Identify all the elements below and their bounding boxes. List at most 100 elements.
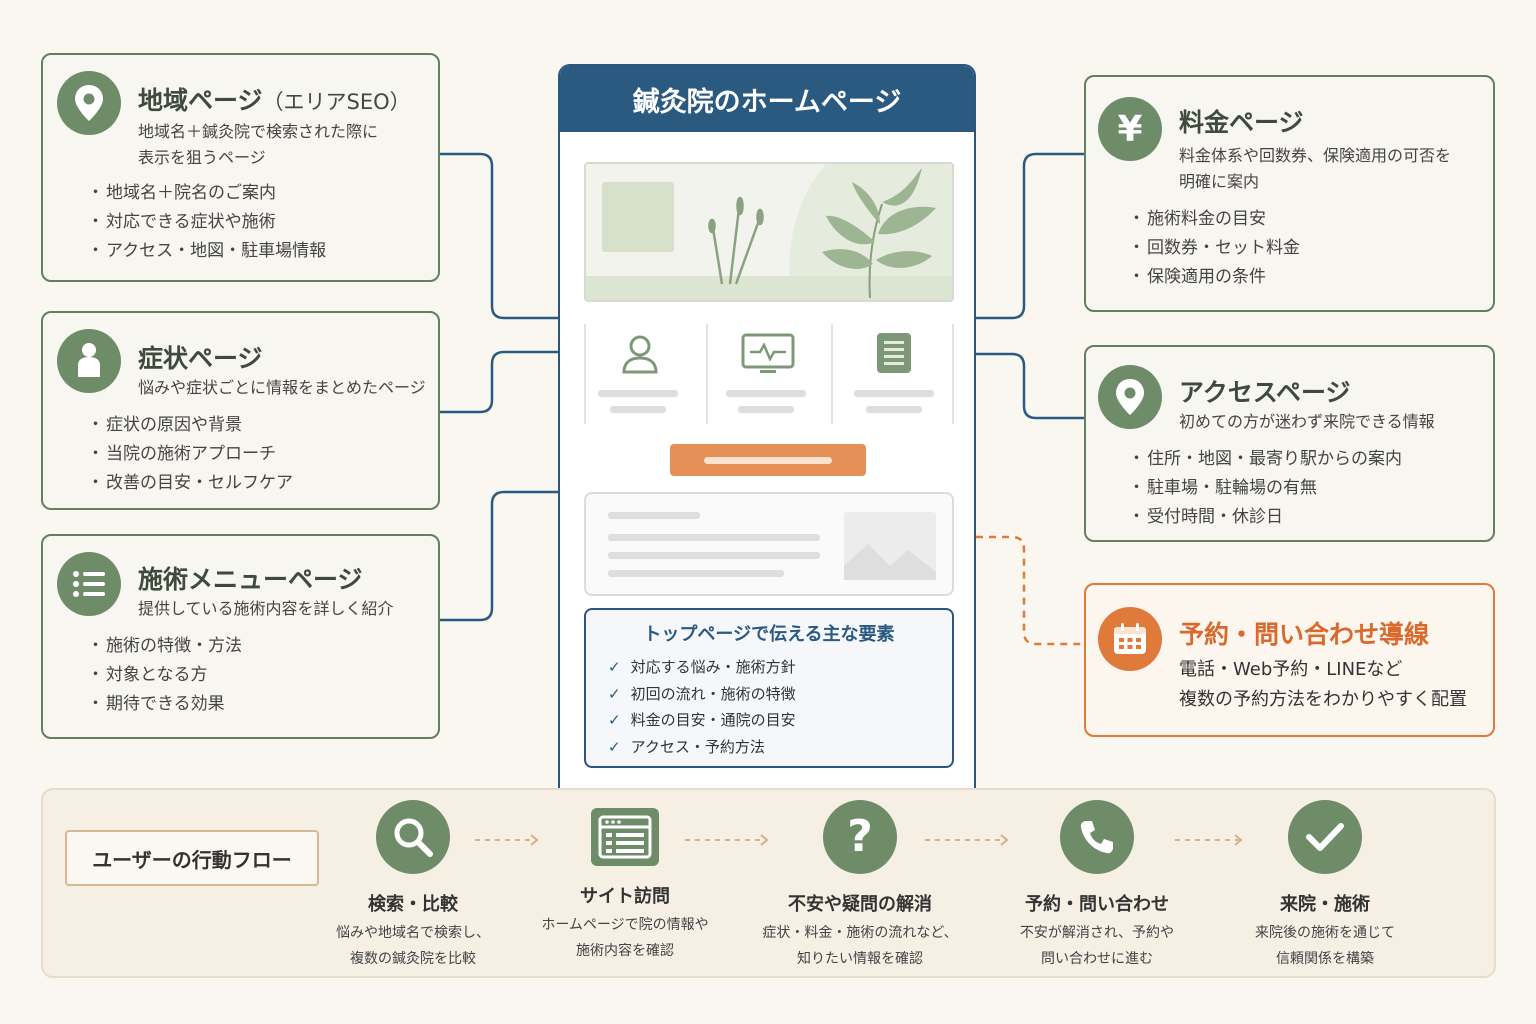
- step-title: 不安や疑問の解消: [788, 894, 932, 915]
- menu-page-list: 施術の特徴・方法 対象となる方 期待できる効果: [87, 632, 242, 719]
- price-page-desc: 料金体系や回数券、保険適用の可否を 明確に案内: [1179, 143, 1451, 195]
- user-icon: [622, 335, 658, 374]
- hero-illustration: [586, 164, 952, 300]
- access-page-card: アクセスページ 初めての方が迷わず来院できる情報 住所・地図・最寄り駅からの案内…: [1084, 345, 1495, 542]
- element-text: 料金の目安・通院の目安: [630, 711, 796, 729]
- elements-list: ✓ 対応する悩み・施術方針 ✓初回の流れ・施術の特徴 ✓ 料金の目安・通院の目安 ✓…: [608, 654, 796, 760]
- symptom-page-list: 症状の原因や背景 当院の施術アプローチ 改善の目安・セルフケア: [87, 411, 293, 498]
- step-desc-line: 悩みや地域名で検索し、: [336, 925, 490, 941]
- list-item: 当院の施術アプローチ: [87, 440, 293, 469]
- menu-page-title: 施術メニューページ: [138, 565, 363, 594]
- reservation-card: 予約・問い合わせ導線 電話・Web予約・LINEなど 複数の予約方法をわかりやす…: [1084, 583, 1495, 737]
- monitor-icon: [741, 333, 795, 373]
- list-item: 駐車場・駐輪場の有無: [1128, 474, 1402, 503]
- cta-button[interactable]: [670, 444, 866, 476]
- list-item: 保険適用の条件: [1128, 263, 1300, 292]
- element-text: アクセス・予約方法: [630, 737, 765, 756]
- column-divider: [584, 324, 586, 424]
- flow-step-visit: サイト訪問 ホームページで院の情報や 施術内容を確認: [510, 800, 740, 964]
- step-desc: 来院後の施術を通じて 信頼関係を構築: [1210, 920, 1440, 972]
- step-desc-line: 施術内容を確認: [576, 943, 674, 959]
- access-page-list: 住所・地図・最寄り駅からの案内 駐車場・駐輪場の有無 受付時間・休診日: [1128, 445, 1402, 532]
- flow-step-visit-clinic: 来院・施術 来院後の施術を通じて 信頼関係を構築: [1210, 800, 1440, 972]
- placeholder-bar: [608, 512, 700, 519]
- area-page-title-sub: （エリアSEO）: [262, 90, 411, 114]
- symptom-desc-line: 悩みや症状ごとに情報をまとめたページ: [138, 378, 426, 397]
- step-desc-line: 問い合わせに進む: [1041, 951, 1153, 967]
- step-desc-line: 不安が解消され、予約や: [1019, 925, 1175, 941]
- flow-arrow: [1175, 834, 1243, 846]
- person-icon: [57, 329, 121, 393]
- phone-icon: [1060, 800, 1134, 874]
- column-divider: [831, 324, 833, 424]
- placeholder-bar: [738, 406, 794, 413]
- placeholder-bar: [610, 406, 666, 413]
- step-desc-line: 複数の鍼灸院を比較: [350, 951, 476, 967]
- placeholder-bar: [866, 406, 922, 413]
- question-icon: ?: [823, 800, 897, 874]
- placeholder-bar: [608, 552, 820, 559]
- flow-arrow: [685, 834, 769, 846]
- menu-page-card: 施術メニューページ 提供している施術内容を詳しく紹介 施術の特徴・方法 対象とな…: [41, 534, 440, 739]
- check-icon: [1288, 800, 1362, 874]
- reservation-desc: 電話・Web予約・LINEなど 複数の予約方法をわかりやすく配置: [1179, 655, 1467, 715]
- area-page-list: 地域名＋院名のご案内 対応できる症状や施術 アクセス・地図・駐車場情報: [87, 179, 326, 266]
- list-item: 受付時間・休診日: [1128, 503, 1402, 532]
- step-desc-line: 信頼関係を構築: [1276, 951, 1374, 967]
- column-divider: [952, 324, 954, 424]
- area-page-card: 地域ページ（エリアSEO） 地域名＋鍼灸院で検索された際に 表示を狙うページ 地…: [41, 53, 440, 282]
- content-preview-card: [584, 492, 954, 596]
- map-pin-icon: [1098, 365, 1162, 429]
- flow-step-search: 検索・比較 悩みや地域名で検索し、 複数の鍼灸院を比較: [298, 800, 528, 972]
- symptom-page-desc: 悩みや症状ごとに情報をまとめたページ: [138, 375, 426, 401]
- image-placeholder-icon: [844, 512, 936, 580]
- list-item: ✓ 対応する悩み・施術方針: [608, 654, 796, 681]
- flow-step-resolve: ? 不安や疑問の解消 症状・料金・施術の流れなど、 知りたい情報を確認: [745, 800, 975, 972]
- step-desc: ホームページで院の情報や 施術内容を確認: [510, 912, 740, 964]
- price-desc-line: 明確に案内: [1179, 172, 1260, 191]
- step-desc-line: 知りたい情報を確認: [797, 951, 923, 967]
- browser-icon: [591, 808, 659, 866]
- price-page-list: 施術料金の目安 回数券・セット料金 保険適用の条件: [1128, 205, 1300, 292]
- yen-icon: ¥: [1098, 97, 1162, 161]
- list-item: 対象となる方: [87, 661, 242, 690]
- access-page-desc: 初めての方が迷わず来院できる情報: [1179, 409, 1435, 435]
- area-page-title: 地域ページ（エリアSEO）: [138, 86, 411, 115]
- flow-arrow: [925, 834, 1009, 846]
- step-title: 検索・比較: [368, 894, 458, 915]
- symptom-page-card: 症状ページ 悩みや症状ごとに情報をまとめたページ 症状の原因や背景 当院の施術ア…: [41, 311, 440, 510]
- list-item: 住所・地図・最寄り駅からの案内: [1128, 445, 1402, 474]
- step-desc: 悩みや地域名で検索し、 複数の鍼灸院を比較: [298, 920, 528, 972]
- area-desc-line: 表示を狙うページ: [138, 148, 266, 167]
- placeholder-bar: [608, 570, 784, 577]
- flow-arrow: [475, 834, 539, 846]
- symptom-page-title: 症状ページ: [138, 344, 263, 373]
- placeholder-bar: [598, 390, 678, 397]
- step-desc: 不安が解消され、予約や 問い合わせに進む: [982, 920, 1212, 972]
- step-desc-line: ホームページで院の情報や: [541, 917, 709, 933]
- user-flow-panel: ユーザーの行動フロー 検索・比較 悩みや地域名で検索し、 複数の鍼灸院を比較 サ…: [41, 788, 1496, 978]
- reservation-title: 予約・問い合わせ導線: [1179, 620, 1430, 649]
- list-item: ✓アクセス・予約方法: [608, 734, 796, 761]
- element-text: 対応する悩み・施術方針: [630, 658, 796, 676]
- check-icon: ✓: [608, 684, 621, 703]
- list-item: 期待できる効果: [87, 690, 242, 719]
- top-page-elements-box: トップページで伝える主な要素 ✓対応する悩み・施術方針 ✓初回の流れ・施術の特徴…: [584, 608, 954, 768]
- calendar-icon: [1098, 607, 1162, 671]
- list-item: 地域名＋院名のご案内: [87, 179, 326, 208]
- feature-columns: [584, 324, 954, 426]
- step-title: 予約・問い合わせ: [1025, 894, 1169, 915]
- placeholder-bar: [854, 390, 934, 397]
- price-page-card: ¥ 料金ページ 料金体系や回数券、保険適用の可否を 明確に案内 施術料金の目安 …: [1084, 75, 1495, 312]
- hero-image: [584, 162, 954, 302]
- list-item: ✓初回の流れ・施術の特徴: [608, 681, 796, 708]
- flow-step-reserve: 予約・問い合わせ 不安が解消され、予約や 問い合わせに進む: [982, 800, 1212, 972]
- list-item: 症状の原因や背景: [87, 411, 293, 440]
- check-icon: ✓: [608, 658, 621, 676]
- column-divider: [706, 324, 708, 424]
- step-title: 来院・施術: [1280, 894, 1370, 915]
- area-desc-line: 地域名＋鍼灸院で検索された際に: [138, 122, 379, 141]
- list-item: 回数券・セット料金: [1128, 234, 1300, 263]
- reservation-desc-line: 複数の予約方法をわかりやすく配置: [1179, 689, 1467, 710]
- placeholder-bar: [726, 390, 806, 397]
